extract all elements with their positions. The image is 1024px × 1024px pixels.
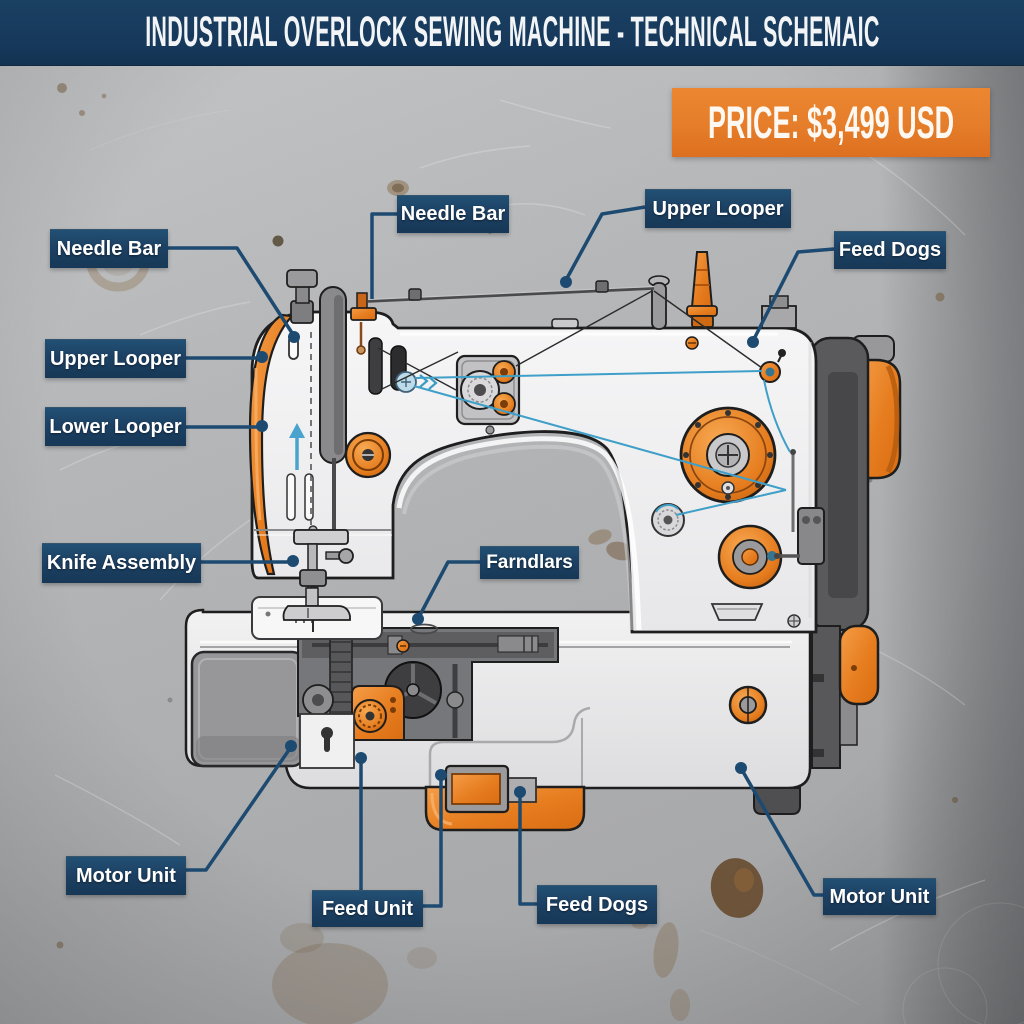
callout-farndlars: Farndlars	[480, 546, 579, 579]
thread-stand	[350, 251, 718, 355]
callout-feed-unit: Feed Unit	[312, 890, 423, 927]
leader-lines	[168, 205, 835, 908]
thread-paths	[377, 290, 791, 516]
bed-oval-port	[410, 623, 438, 635]
bed-screw	[728, 685, 768, 725]
callout-motor-unit-right: Motor Unit	[823, 878, 936, 915]
stitch-length-dial	[717, 524, 783, 590]
arm-details	[368, 336, 825, 628]
callout-needle-bar-left: Needle Bar	[50, 229, 168, 268]
page-title: INDUSTRIAL OVERLOCK SEWING MACHINE - TEC…	[144, 8, 880, 56]
callout-lower-looper-left: Lower Looper	[45, 407, 186, 446]
take-up-rod	[774, 449, 825, 565]
stitch-dial	[344, 431, 392, 479]
scratches	[54, 99, 986, 951]
head-top-knob	[286, 269, 318, 324]
vent-slot	[710, 603, 764, 621]
rear-handwheel-housing	[808, 335, 902, 769]
keyhole-cover	[299, 713, 355, 769]
gear-cutaway	[297, 627, 559, 741]
callout-needle-bar-top: Needle Bar	[397, 195, 509, 233]
title-banner: INDUSTRIAL OVERLOCK SEWING MACHINE - TEC…	[0, 0, 1024, 66]
thread-anchor-dot	[767, 551, 777, 561]
presser-foot	[282, 605, 351, 621]
power-switch	[444, 764, 537, 814]
callout-feed-dogs-bottom: Feed Dogs	[537, 885, 657, 924]
thread-post	[651, 282, 667, 330]
needle-bar-assembly	[282, 529, 354, 632]
callout-upper-looper-top: Upper Looper	[645, 189, 791, 228]
price-text: PRICE: $3,499 USD	[707, 96, 955, 148]
handwheel-dial	[679, 406, 777, 504]
machine-bed	[184, 596, 812, 832]
thread-guide-pulley	[759, 349, 786, 383]
spool-pin	[686, 251, 718, 328]
side-knob-orange	[838, 624, 880, 706]
leader-dots	[256, 276, 759, 798]
motor-housing	[190, 650, 306, 768]
thread-tension-guide-orange	[350, 292, 377, 355]
machine-head	[248, 269, 392, 576]
callout-upper-looper-left: Upper Looper	[45, 339, 186, 378]
knife-block	[299, 569, 327, 587]
price-tag: PRICE: $3,499 USD	[672, 88, 990, 157]
up-arrow-icon	[289, 423, 305, 470]
looper-tension-dial	[651, 503, 685, 537]
callout-knife-assembly: Knife Assembly	[42, 543, 201, 583]
callout-feed-dogs-right: Feed Dogs	[834, 231, 946, 269]
callout-motor-unit-left: Motor Unit	[66, 856, 186, 895]
tension-assembly	[455, 354, 521, 435]
blue-thread	[413, 370, 791, 516]
